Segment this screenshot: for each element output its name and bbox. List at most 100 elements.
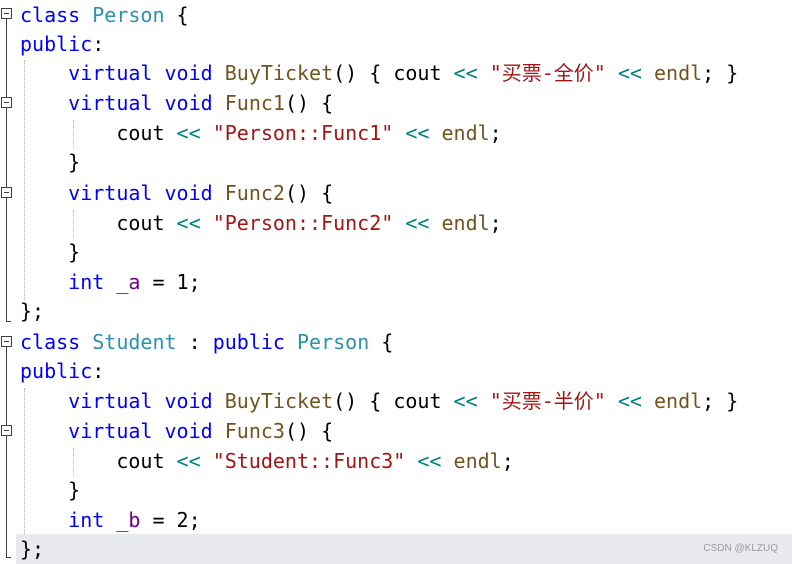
punctuation: () { [284,181,334,205]
punctuation: () { [284,91,334,115]
keyword: virtual [68,419,153,443]
keyword: class [20,330,81,354]
identifier: _b [116,508,141,532]
punctuation: } [68,150,81,174]
punctuation: () { [333,61,394,85]
code-line-12[interactable]: class Student : public Person { [20,327,393,357]
code-line-4[interactable]: virtual void Func1() { [20,88,333,118]
operator: << [405,211,430,235]
code-line-18[interactable]: int _b = 2; [20,505,201,535]
indent-guide [24,388,25,538]
code-line-8[interactable]: cout << "Person::Func2" << endl; [20,208,502,238]
code-line-6[interactable]: } [20,147,80,177]
punctuation: = 1; [140,270,201,294]
keyword: void [164,61,213,85]
keyword: class [20,3,81,27]
punctuation: }; [20,537,45,561]
operator: << [453,389,478,413]
function-name: BuyTicket [224,389,334,413]
code-line-3[interactable]: virtual void BuyTicket() { cout << "买票-全… [20,58,738,88]
operator: << [176,449,201,473]
indent-guide [24,60,25,300]
punctuation: } [68,240,81,264]
watermark: CSDN @KLZUQ [703,543,778,554]
punctuation: = 2; [140,508,201,532]
string-literal: "买票-全价" [489,61,606,85]
keyword: void [164,389,213,413]
keyword: int [68,508,105,532]
operator: << [617,61,642,85]
punctuation: ; [501,449,514,473]
indent-guide [73,120,74,148]
collapse-class-student-icon[interactable] [1,336,12,347]
punctuation: ; } [702,61,739,85]
punctuation: : [92,32,105,56]
function-name: Func2 [224,181,285,205]
keyword: public [212,330,285,354]
collapse-func3-icon[interactable] [1,425,12,436]
class-name: Student [92,330,177,354]
collapse-func2-icon[interactable] [1,187,12,198]
code-line-11[interactable]: }; [20,296,44,326]
identifier: endl [441,211,490,235]
code-line-16[interactable]: cout << "Student::Func3" << endl; [20,446,514,476]
operator: << [453,61,478,85]
operator: << [176,211,201,235]
code-line-7[interactable]: virtual void Func2() { [20,178,333,208]
function-name: BuyTicket [224,61,334,85]
operator: << [176,121,201,145]
code-line-13[interactable]: public: [20,356,104,386]
keyword: public [20,359,93,383]
identifier: cout [116,121,165,145]
keyword: void [164,419,213,443]
string-literal: "Person::Func2" [212,211,394,235]
fold-guide-line [6,19,7,321]
code-line-19[interactable]: }; [16,534,792,564]
collapse-func1-icon[interactable] [1,97,12,108]
punctuation: { [164,3,189,27]
keyword: virtual [68,91,153,115]
base-class-name: Person [296,330,370,354]
identifier: endl [654,61,703,85]
string-literal: "Student::Func3" [212,449,406,473]
keyword: virtual [68,389,153,413]
identifier: cout [116,211,165,235]
code-line-1[interactable]: class Person { [20,0,189,30]
keyword: int [68,270,105,294]
indent-guide [73,448,74,476]
code-line-5[interactable]: cout << "Person::Func1" << endl; [20,118,502,148]
punctuation: ; } [702,389,739,413]
fold-guide-line [6,347,7,557]
code-line-2[interactable]: public: [20,29,104,59]
punctuation: }; [20,299,45,323]
operator: << [417,449,442,473]
punctuation: ; [489,211,502,235]
string-literal: "Person::Func1" [212,121,394,145]
code-line-14[interactable]: virtual void BuyTicket() { cout << "买票-半… [20,386,738,416]
identifier: endl [441,121,490,145]
class-name: Person [92,3,165,27]
punctuation: () { [333,389,394,413]
function-name: Func1 [224,91,285,115]
string-literal: "买票-半价" [489,389,606,413]
identifier: cout [393,389,442,413]
indent-guide [73,210,74,238]
keyword: void [164,181,213,205]
keyword: public [20,32,93,56]
identifier: cout [116,449,165,473]
function-name: Func3 [224,419,285,443]
keyword: virtual [68,181,153,205]
punctuation: ; [489,121,502,145]
collapse-class-person-icon[interactable] [1,8,12,19]
identifier: cout [393,61,442,85]
code-line-9[interactable]: } [20,237,80,267]
identifier: endl [654,389,703,413]
identifier: _a [116,270,141,294]
punctuation: () { [284,419,334,443]
identifier: endl [453,449,502,473]
code-line-10[interactable]: int _a = 1; [20,267,201,297]
punctuation: : [92,359,105,383]
code-line-17[interactable]: } [20,475,80,505]
code-line-15[interactable]: virtual void Func3() { [20,416,333,446]
